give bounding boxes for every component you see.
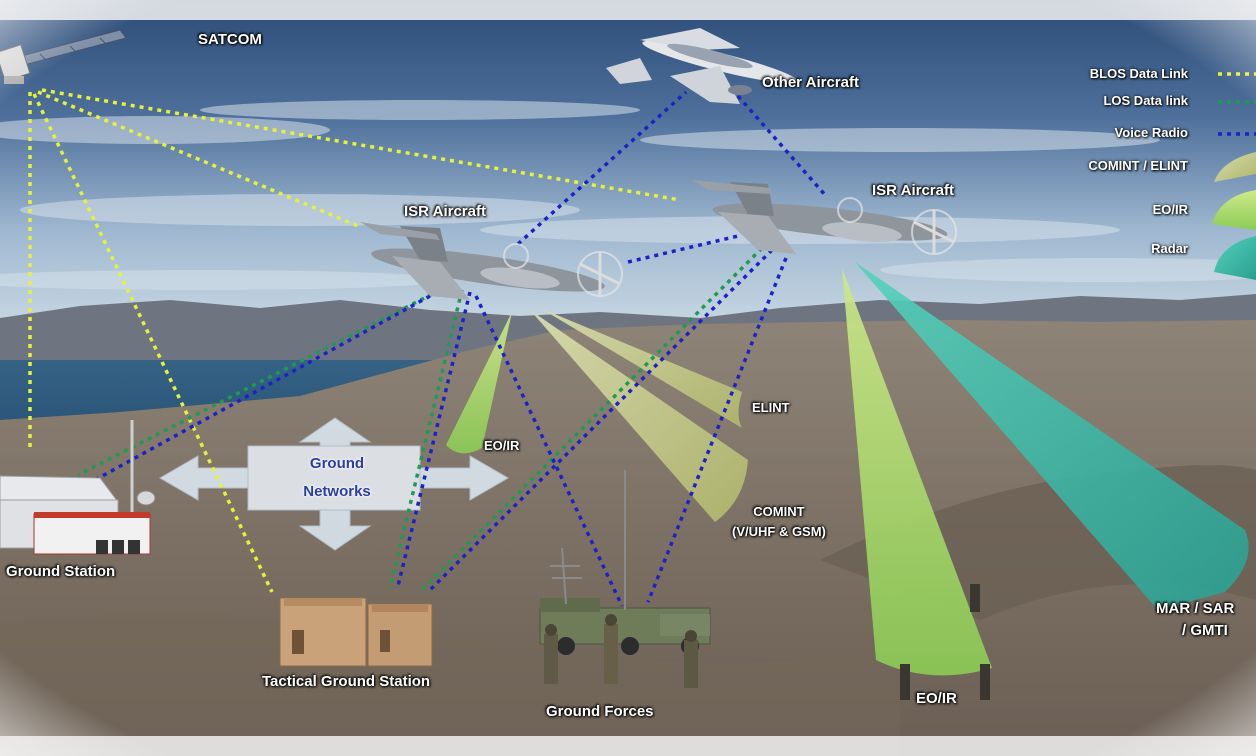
ground-networks-line1: Ground [309,455,365,472]
ground-forces-label: Ground Forces [546,703,654,720]
mar-sar-line1: MAR / SAR [1156,600,1235,617]
tactical-ground-station-label: Tactical Ground Station [262,673,431,690]
comint-line2: (V/UHF & GSM) [732,524,826,539]
legend-voice-label: Voice Radio [1114,125,1188,140]
legend-los-label: LOS Data link [1103,93,1188,108]
legend-comint-elint-label: COMINT / ELINT [1088,158,1188,173]
mar-sar-label: MAR / SAR / GMTI [1156,598,1234,642]
comint-label: COMINT (V/UHF & GSM) [732,502,826,542]
isr-aircraft-right-label: ISR Aircraft [872,182,954,199]
other-aircraft-label: Other Aircraft [762,74,859,91]
eoir-right-label: EO/IR [916,690,957,707]
ground-station-label: Ground Station [6,563,116,580]
mar-sar-line2: / GMTI [1182,622,1228,639]
ground-networks-line2: Networks [303,483,371,500]
elint-label: ELINT [752,400,790,415]
legend-eoir-label: EO/IR [1152,202,1188,217]
ground-networks-label: Ground Networks [282,450,392,506]
legend-radar-label: Radar [1151,241,1188,256]
eoir-left-label: EO/IR [484,438,520,453]
satcom-label: SATCOM [198,31,262,48]
legend-blos-label: BLOS Data Link [1089,66,1188,81]
comint-line1: COMINT [753,504,805,519]
isr-aircraft-left-label: ISR Aircraft [404,203,486,220]
